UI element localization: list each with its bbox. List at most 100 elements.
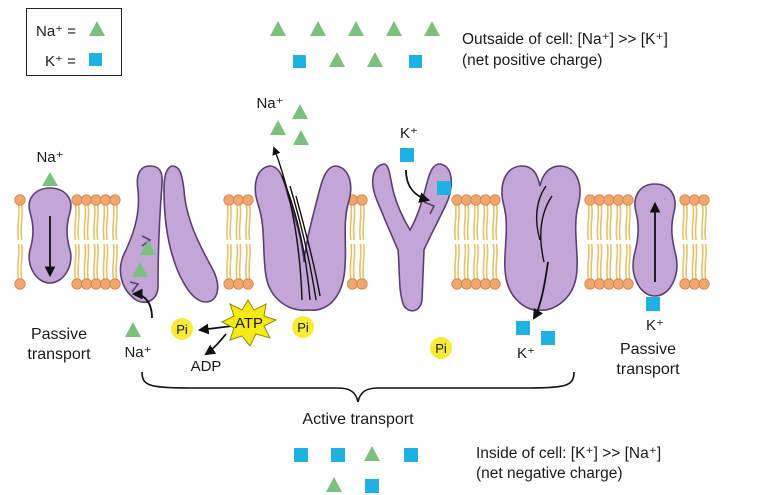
lipid-tail (473, 243, 476, 280)
lipid-tail (238, 204, 242, 241)
inside-ions (294, 446, 418, 493)
potassium-ion-icon (331, 448, 345, 462)
lipid-tail (618, 243, 622, 280)
sodium-ion-icon (367, 52, 383, 67)
k-binding-arrow (405, 169, 431, 203)
lipid-tail (112, 204, 115, 241)
lipid-head (14, 194, 26, 206)
outside-charge-label: (net positive charge) (462, 52, 602, 69)
lipid-head (612, 194, 625, 206)
phosphate-icon (430, 337, 452, 359)
lipid-head (451, 278, 463, 290)
lipid-tail (615, 243, 619, 280)
lipid-tail (463, 204, 467, 241)
lipid-tail (466, 204, 470, 241)
lipid-tail (701, 204, 704, 241)
passive-transport-right-label: transport (616, 361, 680, 378)
lipid-tail (93, 243, 96, 280)
lipid-tail (691, 204, 695, 241)
lipid-tail (691, 243, 695, 280)
lipid-tail (495, 243, 498, 280)
lipid-tail (362, 204, 365, 241)
sodium-ion-icon (326, 477, 342, 492)
sodium-ion-icon (125, 322, 141, 337)
lipid-head (451, 194, 463, 206)
outside-ions (270, 21, 440, 68)
inside-charge-label: (net negative charge) (476, 465, 622, 482)
sodium-ion-icon (364, 446, 380, 461)
lipid-tail (625, 204, 628, 241)
lipid-head (80, 194, 93, 206)
lipid-tail (359, 243, 362, 280)
lipid-tail (609, 243, 612, 280)
lipid-head (223, 278, 235, 290)
na-ion-label: Na⁺ (124, 344, 151, 361)
adp-label: ADP (191, 358, 222, 375)
lipid-tail (115, 243, 118, 280)
lipid-head (612, 278, 625, 290)
sodium-ion-icon (386, 21, 402, 36)
lipid-head (460, 278, 473, 290)
sodium-ion-icon (270, 120, 286, 135)
lipid-tail (606, 204, 609, 241)
lipid-head (242, 194, 254, 206)
lipid-tail (352, 204, 356, 241)
lipid-head (593, 278, 606, 290)
lipid-tail (352, 243, 356, 280)
lipid-head (584, 278, 596, 290)
lipid-head (99, 278, 112, 290)
lipid-tail (694, 243, 698, 280)
lipid-tail (83, 204, 87, 241)
lipid-head (90, 278, 102, 290)
potassium-ion-icon (365, 479, 379, 493)
lipid-head (346, 278, 359, 290)
lipid-head (71, 194, 83, 206)
lipid-tail (235, 243, 239, 280)
phosphate-label: Pi (176, 322, 188, 337)
lipid-tail (359, 204, 362, 241)
lipid-tail (238, 243, 242, 280)
sodium-ion-icon (132, 262, 148, 277)
lipid-head (80, 278, 93, 290)
sodium-ion-icon (270, 21, 286, 36)
lipid-head (356, 278, 368, 290)
lipid-tail (596, 204, 600, 241)
lipid-head (479, 194, 492, 206)
inside-cell-label: Inside of cell: [K⁺] >> [Na⁺] (476, 445, 661, 462)
lipid-head (698, 194, 710, 206)
lipid-tail (83, 243, 87, 280)
potassium-ion-icon (400, 148, 414, 162)
lipid-head (223, 194, 235, 206)
atp-to-adp-arrow (204, 333, 227, 356)
phosphate-icon (292, 316, 314, 338)
lipid-tail (473, 204, 476, 241)
na-binding-arrow (131, 288, 153, 319)
lipid-tail (685, 243, 688, 280)
lipid-tail (102, 204, 106, 241)
potassium-ion-icon (409, 55, 422, 68)
sodium-ion-icon (348, 21, 364, 36)
lipid-head (109, 278, 121, 290)
lipid-tail (112, 243, 115, 280)
lipid-head (698, 278, 710, 290)
lipid-head (489, 194, 501, 206)
lipid-tail (685, 204, 688, 241)
lipid-tail (618, 204, 622, 241)
lipid-tail (599, 243, 603, 280)
lipid-tail (245, 243, 248, 280)
lipid-tail (596, 243, 600, 280)
lipid-tail (482, 243, 486, 280)
active-transport-label: Active transport (302, 411, 414, 428)
lipid-tail (96, 243, 99, 280)
phosphate-label: Pi (435, 341, 447, 356)
lipid-head (688, 194, 701, 206)
sodium-ion-icon (424, 21, 440, 36)
k-ion-label: K⁺ (646, 317, 664, 334)
lipid-head (470, 278, 482, 290)
lipid-tail (495, 204, 498, 241)
sodium-ion-icon (292, 104, 308, 119)
binding-site-marks (129, 201, 436, 293)
lipid-tail (17, 204, 20, 241)
lipid-tail (625, 243, 628, 280)
